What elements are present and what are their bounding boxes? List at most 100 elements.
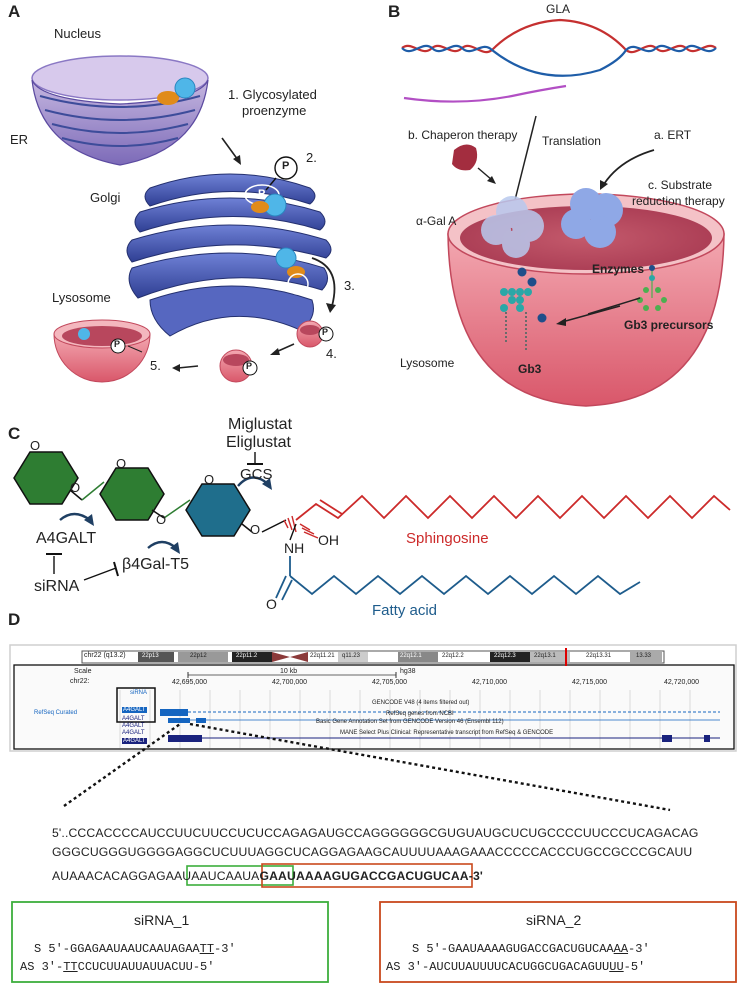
seq3-overlap: GAA	[259, 869, 288, 883]
sirna2-as-label: AS	[386, 960, 401, 974]
seq3-prefix: AUAAACACA	[52, 869, 129, 883]
sirna2-region-box	[261, 863, 473, 888]
step-4-label: 4.	[326, 346, 337, 361]
band-7: 22q12.2	[442, 653, 464, 659]
a4galt-track-label-3: A4GALT	[122, 723, 145, 729]
sirna1-s-post: -3'	[214, 942, 236, 956]
band-11: 22q13.31	[586, 653, 612, 659]
lysosome-b-shape	[447, 233, 725, 407]
panel-a-label: A	[8, 2, 21, 21]
translation-label: Translation	[542, 134, 601, 148]
nucleus-label: Nucleus	[54, 26, 101, 41]
hexagon-2	[99, 467, 165, 521]
a4galt-track-label-5: A4GALT	[122, 738, 147, 744]
seq3-green: GGAGAAUAAUCAAUA	[128, 869, 260, 883]
basic-gene-label: Basic Gene Annotation Set from GENCODE V…	[316, 719, 504, 725]
sirna2-box	[379, 901, 737, 983]
band-6: 22q12.1	[400, 653, 422, 659]
sirna1-as-label: AS	[20, 960, 35, 974]
nucleus-shape	[31, 55, 209, 101]
sirna1-box	[11, 901, 329, 983]
sirna2-s-ul: AA	[613, 942, 629, 956]
chaperon-label: b. Chaperon therapy	[408, 128, 518, 142]
sirna1-s-ul: TT	[199, 942, 215, 956]
sirna2-s-post: -3'	[628, 942, 650, 956]
band-9: 22q13.1	[534, 653, 556, 659]
proenzyme-icon	[174, 77, 196, 99]
step-1-line2: proenzyme	[242, 103, 307, 118]
hexagon-3	[185, 483, 251, 537]
sirna-label: siRNA	[34, 578, 80, 595]
sirna1-as-pre: 3'-	[41, 960, 64, 974]
b4galt5-enzyme-label: β4Gal-T5	[122, 556, 189, 573]
substrate-reduction-line1: c. Substrate	[648, 178, 713, 192]
sirna1-s-pre: 5'-GGAGAAUAAUCAAUAGAA	[48, 942, 200, 956]
substrate-reduction-line2: reduction therapy	[632, 194, 725, 208]
panel-b-label: B	[388, 2, 401, 21]
glycosidic-o-2: O	[156, 512, 167, 527]
sphingosine-label: Sphingosine	[406, 530, 489, 547]
panel-d-label: D	[8, 610, 21, 629]
scale-label: Scale	[74, 668, 92, 675]
gb3-label: Gb3	[518, 362, 542, 376]
glycosidic-o-3: O	[250, 522, 261, 537]
miglustat-label: Miglustat	[228, 416, 293, 433]
gla-dna-strand-blue	[401, 44, 717, 77]
fatty-acid-label: Fatty acid	[372, 602, 438, 619]
sirna1-sense: S 5'-GGAGAAUAAUCAAUAGAATT-3'	[34, 942, 236, 956]
phosphate-label-5: P	[114, 339, 121, 349]
ring-o-2: O	[116, 456, 127, 471]
hg-label: hg38	[400, 668, 416, 675]
sirna2-as-pre: 3'-AUCUUAUUUUCACUGGCUGACAGUU	[407, 960, 610, 974]
sirna-track-box	[116, 687, 156, 723]
sirna2-as-post: -5'	[623, 960, 646, 974]
band-5: q11.23	[342, 653, 360, 659]
sirna1-as-post: CCUCUUAUUAUUACUU-5'	[77, 960, 215, 974]
gb3-precursors-label: Gb3 precursors	[624, 318, 714, 332]
glycosidic-o-1: O	[70, 480, 81, 495]
sequence-line-3: AUAAACACAGGAGAAUAAUCAAUAGAAUAAAAGUGACCGA…	[52, 869, 483, 883]
panel-c	[13, 451, 731, 601]
pos-4: 42,710,000	[472, 679, 508, 686]
phosphate-label-1: P	[282, 160, 290, 172]
step-5-label: 5.	[150, 358, 161, 373]
nh-label: NH	[284, 540, 305, 556]
panel-b	[401, 18, 725, 407]
agal-label: α-Gal A	[416, 214, 457, 228]
sirna2-sense: S 5'-GAAUAAAAGUGACCGACUGUCAAAA-3'	[412, 942, 650, 956]
band-8: 22q12.3	[494, 653, 516, 659]
enzymes-label: Enzymes	[592, 262, 645, 276]
mane-label: MANE Select Plus Clinical: Representativ…	[340, 730, 554, 736]
panel-d	[9, 644, 737, 983]
oh-label: OH	[318, 532, 339, 548]
gb3-molecule-icon	[500, 267, 547, 352]
carbonyl-o-label: O	[266, 596, 277, 612]
sequence-line-1: 5'..CCCACCCCAUCCUUCUUCCUCUCCAGAGAUGCCAGG…	[52, 826, 699, 840]
lysosome-b-label: Lysosome	[400, 356, 455, 370]
phosphate-label-3: P	[322, 327, 329, 337]
phosphate-label-4: P	[246, 361, 253, 371]
sirna2-title: siRNA_2	[526, 912, 582, 928]
fatty-acid-chain	[289, 574, 641, 596]
seq3-red: UAAAAGUGACCGACUGUCAA	[287, 869, 469, 883]
eliglustat-label: Eliglustat	[226, 434, 291, 451]
chr-label: chr22 (q13.2)	[84, 652, 126, 659]
sirna2-s-pre: 5'-GAAUAAAAGUGACCGACUGUCAA	[426, 942, 614, 956]
refseq-curated-label: RefSeq Curated	[34, 710, 78, 716]
a4galt-track-label-1: A4GALT	[122, 707, 147, 713]
gla-label: GLA	[546, 2, 571, 16]
band-3: 22p11.2	[236, 653, 258, 659]
step-3-label: 3.	[344, 278, 355, 293]
sirna1-region-box	[186, 865, 294, 886]
a4galt-track-label-4: A4GALT	[122, 730, 145, 736]
pos-5: 42,715,000	[572, 679, 608, 686]
a4galt-enzyme-label: A4GALT	[36, 530, 97, 547]
refseq-ncbi-label: RefSeq genes from NCBI	[386, 711, 454, 717]
hexagon-1	[13, 451, 79, 505]
pos-1: 42,695,000	[172, 679, 208, 686]
band-2: 22p12	[190, 653, 207, 659]
sirna1-as-ul: TT	[63, 960, 78, 974]
sirna-track-label: siRNA	[130, 690, 148, 696]
step-1-line1: 1. Glycosylated	[228, 87, 317, 102]
